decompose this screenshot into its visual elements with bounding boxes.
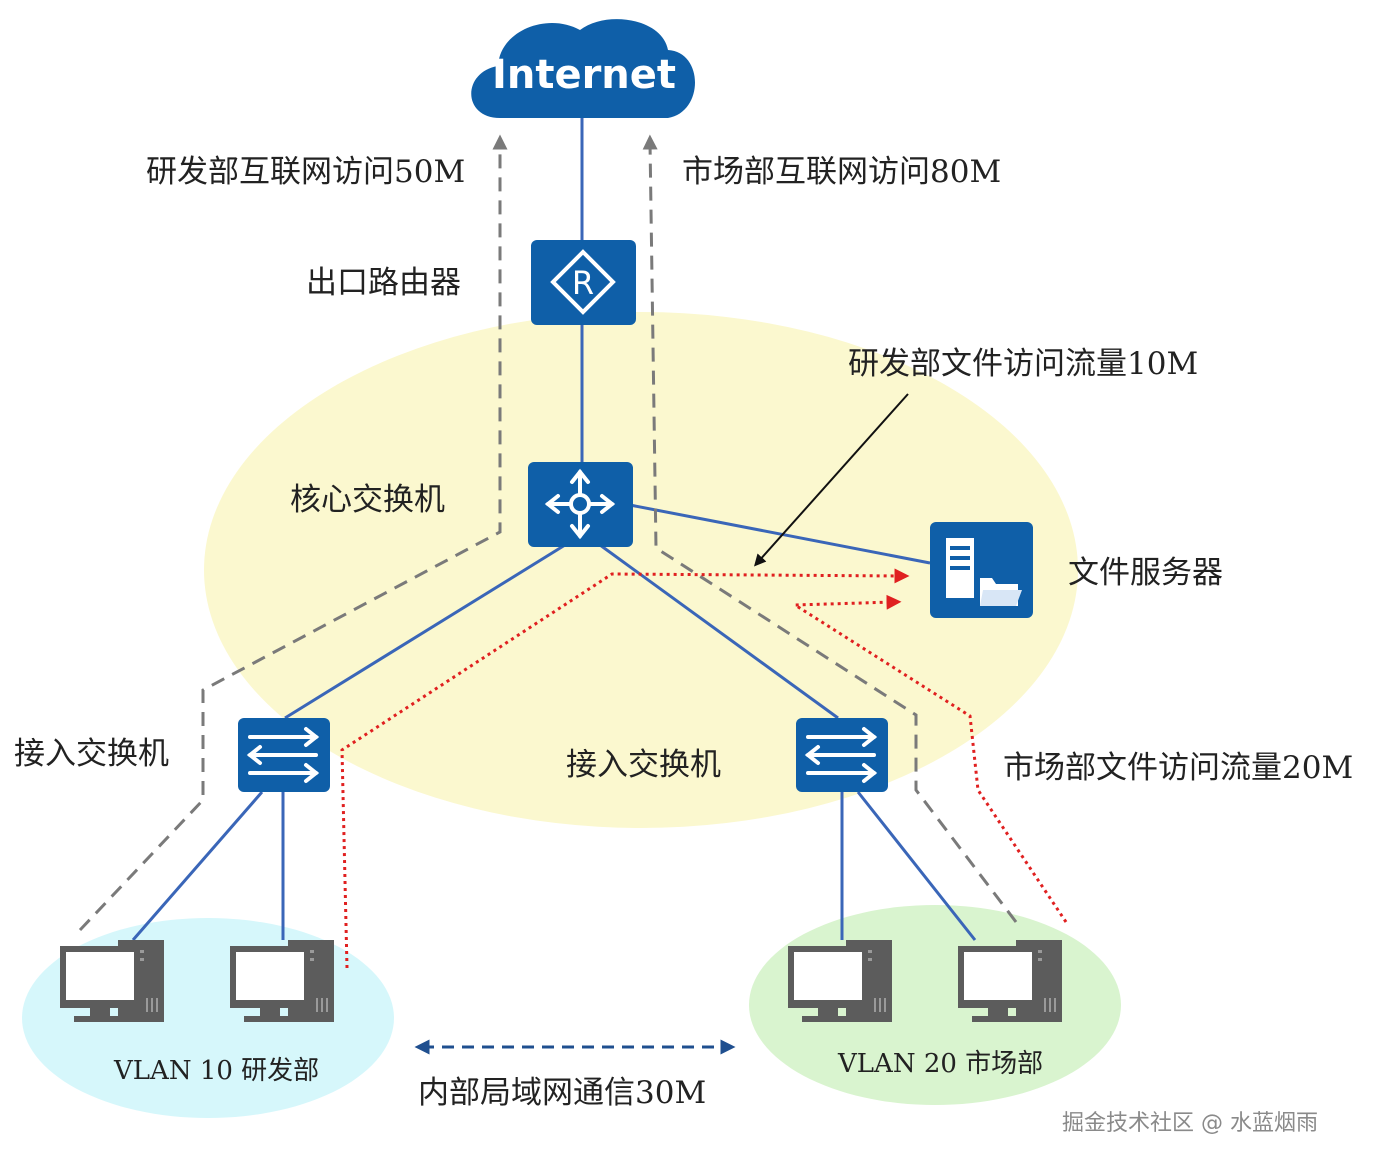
mkt-file-flow-line (790, 594, 1068, 923)
watermark: 掘金技术社区 @ 水蓝烟雨 (1062, 1111, 1318, 1136)
rd-file-label: 研发部文件访问流量10M (848, 346, 1198, 382)
mkt-internet-label: 市场部互联网访问80M (682, 154, 1001, 190)
link-access-left-pc1 (131, 791, 264, 941)
file-server-icon (930, 522, 1033, 618)
access-switch-right-label: 接入交换机 (566, 747, 721, 783)
rd-file-callout-arrow (754, 393, 909, 567)
rd-internet-label: 研发部互联网访问50M (146, 154, 465, 190)
internet-cloud-icon: Internet (471, 19, 695, 119)
access-switch-left-label: 接入交换机 (14, 736, 169, 772)
core-switch-icon (528, 462, 633, 547)
internet-label: Internet (492, 52, 676, 98)
core-switch-label: 核心交换机 (290, 482, 445, 518)
mkt-internet-flow-line (642, 134, 1018, 923)
rd-internet-flow-line (78, 134, 508, 932)
router-label: 出口路由器 (306, 265, 461, 301)
svg-text:R: R (572, 264, 594, 302)
vlan20-label: VLAN 20 市场部 (837, 1049, 1043, 1079)
vlan10-label: VLAN 10 研发部 (113, 1056, 319, 1086)
rd-file-flow-line (340, 568, 910, 969)
lan-label: 内部局域网通信30M (418, 1075, 706, 1111)
link-access-right-pc2 (856, 791, 977, 941)
access-switch-right-icon (796, 718, 888, 792)
link-core-access-left (284, 543, 566, 720)
link-core-server (629, 503, 931, 565)
internet-flows (78, 134, 1018, 932)
router-icon: R (531, 240, 636, 325)
physical-links (131, 118, 977, 941)
file-server-label: 文件服务器 (1068, 555, 1223, 591)
mkt-file-label: 市场部文件访问流量20M (1003, 750, 1353, 786)
file-flows (340, 568, 1068, 969)
access-switch-left-icon (238, 718, 330, 792)
core-zone (204, 312, 1078, 828)
